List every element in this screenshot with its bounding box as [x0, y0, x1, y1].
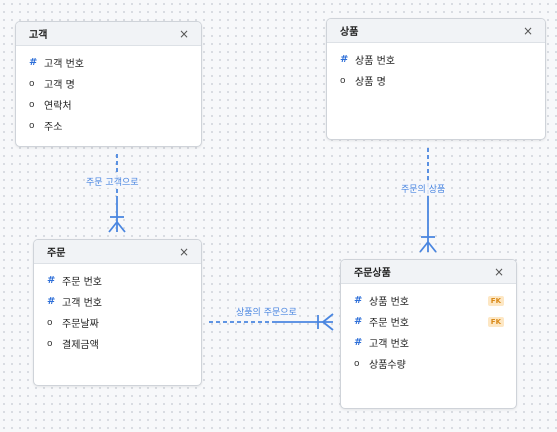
- entity-product[interactable]: 상품 × # 상품 번호 o 상품 명: [326, 18, 546, 140]
- attribute-name: 상품 명: [355, 77, 386, 88]
- attribute-icon: o: [29, 78, 35, 89]
- close-icon[interactable]: ×: [493, 264, 504, 279]
- attribute-row[interactable]: # 상품 번호 FK: [341, 290, 516, 311]
- entity-header[interactable]: 주문상품 ×: [341, 260, 516, 284]
- attribute-row[interactable]: o 고객 명: [16, 73, 201, 94]
- attribute-name: 주소: [44, 122, 63, 133]
- customer-order-crowfoot-l: [108, 221, 118, 233]
- attribute-row[interactable]: o 주문날짜: [34, 312, 201, 333]
- attribute-icon: o: [47, 338, 53, 349]
- relationship-label-product-orderproduct[interactable]: 주문의 상품: [401, 182, 446, 195]
- attribute-name: 고객 번호: [369, 339, 409, 350]
- foreign-key-badge: FK: [487, 295, 504, 306]
- entity-header[interactable]: 상품 ×: [327, 19, 545, 43]
- product-orderproduct-crowfoot-r: [427, 241, 437, 253]
- attribute-row[interactable]: o 결제금액: [34, 333, 201, 354]
- entity-customer[interactable]: 고객 × # 고객 번호 o 고객 명 o 연락처 o 주소: [15, 21, 202, 147]
- attribute-name: 주문 번호: [369, 318, 409, 329]
- relationship-label-customer-order[interactable]: 주문 고객으로: [86, 175, 139, 188]
- primary-key-icon: #: [354, 337, 363, 348]
- close-icon[interactable]: ×: [178, 26, 189, 41]
- primary-key-icon: #: [47, 296, 56, 307]
- attribute-icon: o: [340, 75, 346, 86]
- customer-order-crowfoot-r: [116, 221, 126, 233]
- attribute-list: # 상품 번호 FK # 주문 번호 FK # 고객 번호 o 상품수량: [341, 284, 516, 374]
- attribute-row[interactable]: o 주소: [16, 115, 201, 136]
- primary-key-icon: #: [47, 275, 56, 286]
- primary-key-icon: #: [340, 54, 349, 65]
- attribute-icon: o: [29, 120, 35, 131]
- entity-title: 고객: [29, 30, 48, 41]
- attribute-row[interactable]: # 고객 번호: [341, 332, 516, 353]
- close-icon[interactable]: ×: [522, 23, 533, 38]
- attribute-name: 연락처: [44, 101, 72, 112]
- relationship-label-order-orderproduct[interactable]: 상품의 주문으로: [236, 305, 297, 318]
- attribute-row[interactable]: # 주문 번호: [34, 270, 201, 291]
- attribute-row[interactable]: # 고객 번호: [34, 291, 201, 312]
- entity-header[interactable]: 주문 ×: [34, 240, 201, 264]
- primary-key-icon: #: [354, 316, 363, 327]
- attribute-name: 주문 번호: [62, 277, 102, 288]
- attribute-name: 결제금액: [62, 340, 99, 351]
- attribute-row[interactable]: o 상품수량: [341, 353, 516, 374]
- attribute-name: 상품 번호: [369, 297, 409, 308]
- attribute-name: 고객 명: [44, 80, 75, 91]
- primary-key-icon: #: [354, 295, 363, 306]
- entity-title: 주문: [47, 248, 66, 259]
- attribute-icon: o: [47, 317, 53, 328]
- attribute-icon: o: [29, 99, 35, 110]
- attribute-name: 상품 번호: [355, 56, 395, 67]
- attribute-row[interactable]: # 고객 번호: [16, 52, 201, 73]
- close-icon[interactable]: ×: [178, 244, 189, 259]
- attribute-list: # 고객 번호 o 고객 명 o 연락처 o 주소: [16, 46, 201, 136]
- attribute-row[interactable]: o 상품 명: [327, 70, 545, 91]
- entity-order-product[interactable]: 주문상품 × # 상품 번호 FK # 주문 번호 FK # 고객 번호 o 상품수량: [340, 259, 517, 409]
- primary-key-icon: #: [29, 57, 38, 68]
- attribute-name: 주문날짜: [62, 319, 99, 330]
- attribute-row[interactable]: # 상품 번호: [327, 49, 545, 70]
- order-orderproduct-crowfoot-t: [322, 313, 334, 323]
- attribute-name: 고객 번호: [62, 298, 102, 309]
- entity-order[interactable]: 주문 × # 주문 번호 # 고객 번호 o 주문날짜 o 결제금액: [33, 239, 202, 386]
- entity-header[interactable]: 고객 ×: [16, 22, 201, 46]
- attribute-name: 상품수량: [369, 360, 406, 371]
- entity-title: 상품: [340, 27, 359, 38]
- attribute-row[interactable]: o 연락처: [16, 94, 201, 115]
- attribute-row[interactable]: # 주문 번호 FK: [341, 311, 516, 332]
- foreign-key-badge: FK: [487, 316, 504, 327]
- attribute-icon: o: [354, 358, 360, 369]
- entity-title: 주문상품: [354, 268, 391, 279]
- attribute-list: # 상품 번호 o 상품 명: [327, 43, 545, 91]
- attribute-name: 고객 번호: [44, 59, 84, 70]
- order-orderproduct-crowfoot-b: [322, 321, 334, 331]
- attribute-list: # 주문 번호 # 고객 번호 o 주문날짜 o 결제금액: [34, 264, 201, 354]
- product-orderproduct-crowfoot-l: [419, 241, 429, 253]
